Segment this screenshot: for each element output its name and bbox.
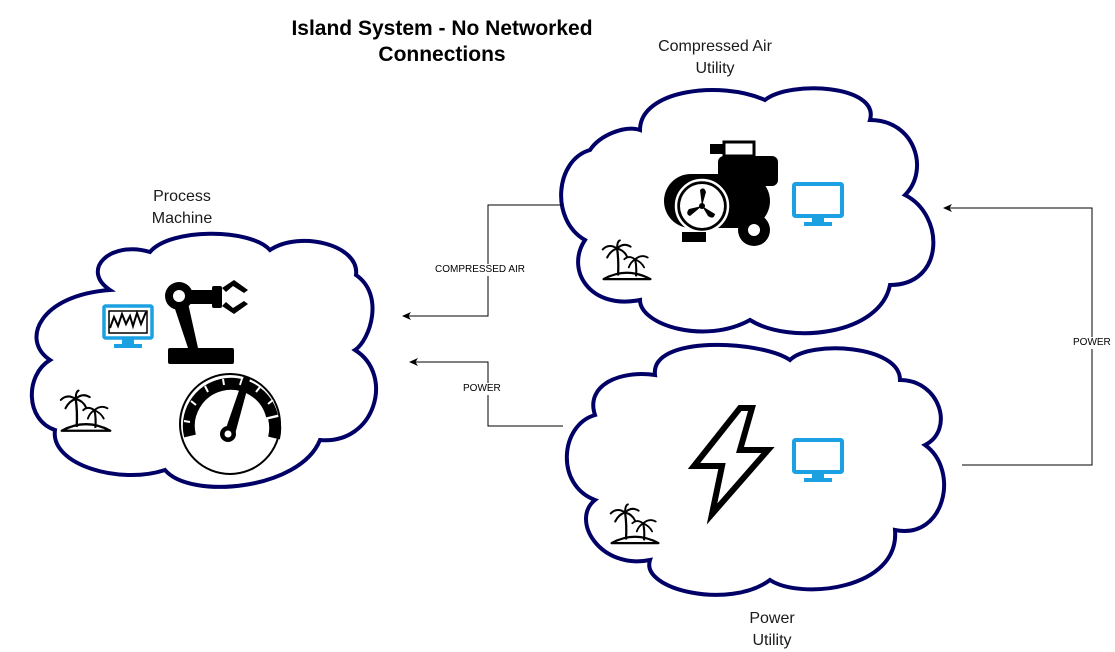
lightning-icon bbox=[687, 405, 775, 525]
diagram-title: Island System - No Networked Connections bbox=[291, 17, 593, 66]
trend-monitor-icon bbox=[102, 304, 154, 348]
process-machine-label-line1: Process bbox=[153, 188, 211, 205]
process-machine-label-line2: Machine bbox=[151, 210, 213, 227]
edge-label-compressed-air: COMPRESSED AIR bbox=[434, 264, 527, 276]
compressed-air-label: Compressed Air Utility bbox=[640, 36, 790, 80]
edge-label-power-process: POWER bbox=[462, 383, 502, 395]
edge-compressed-air[interactable] bbox=[402, 204, 562, 320]
power-utility-label: Power Utility bbox=[722, 608, 822, 652]
robot-arm-icon bbox=[165, 280, 248, 364]
air-compressor-icon bbox=[664, 140, 778, 246]
power-utility-label-line1: Power bbox=[749, 610, 795, 627]
process-machine-node[interactable] bbox=[29, 231, 379, 489]
power-utility-node[interactable] bbox=[564, 342, 947, 597]
compressed-air-label-line2: Utility bbox=[695, 60, 735, 77]
compressed-air-label-line1: Compressed Air bbox=[658, 38, 772, 55]
power-utility-label-line2: Utility bbox=[752, 632, 792, 649]
gauge-icon bbox=[179, 373, 282, 475]
edge-label-power-compressed: POWER bbox=[1072, 337, 1112, 349]
power-cloud bbox=[564, 342, 947, 597]
compressed-air-utility-node[interactable] bbox=[559, 86, 936, 336]
process-machine-label: Process Machine bbox=[120, 186, 244, 230]
edge-power-to-compressed-air[interactable] bbox=[943, 204, 1093, 466]
